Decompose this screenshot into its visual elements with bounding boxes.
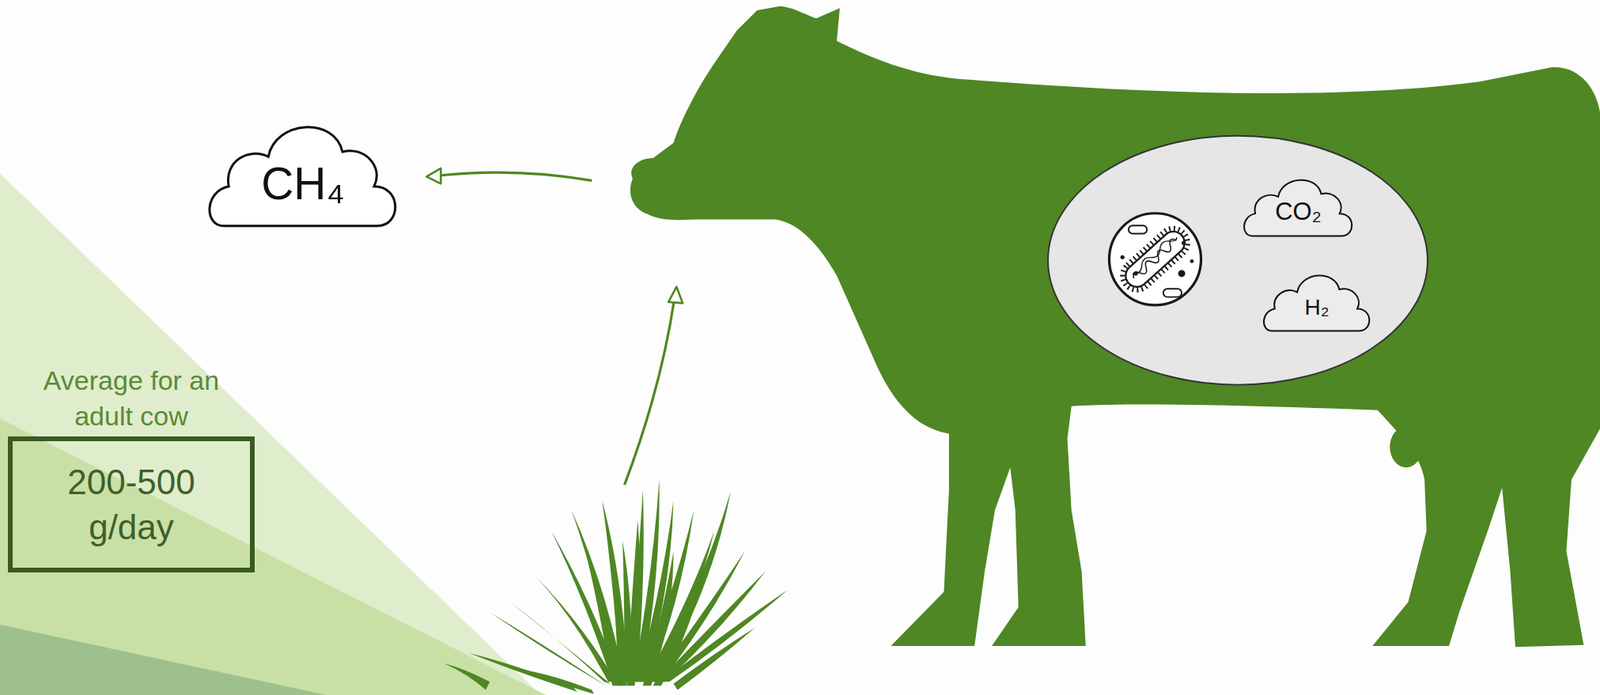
gas-formula: CO₂ [1240, 171, 1356, 239]
cow-udder [1389, 427, 1423, 469]
gas-formula: H₂ [1260, 267, 1374, 334]
box-heading: Average for an adult cow [7, 359, 255, 437]
grass-blade [626, 520, 640, 686]
microbe-icon [1108, 213, 1201, 306]
grass-blade [515, 668, 594, 694]
co2-cloud: CO₂ [1240, 171, 1356, 239]
arrow-head [426, 168, 441, 184]
background-band [0, 624, 327, 695]
microbe-granule [1178, 269, 1186, 277]
rumen-ellipse [1047, 136, 1428, 386]
microbe-granule [1120, 255, 1125, 260]
microbe-granule [1133, 271, 1138, 276]
h2-cloud: H₂ [1260, 267, 1374, 334]
arrow-head [668, 287, 683, 304]
microbe-capsule [1128, 225, 1147, 234]
grass-blade [489, 612, 606, 686]
microbe-granule [1190, 259, 1195, 264]
grass-tuft [443, 480, 788, 695]
microbe-cell [1108, 213, 1201, 306]
microbe-granule [1181, 241, 1186, 246]
grass-blade [443, 663, 490, 691]
feed-arrow [624, 298, 675, 485]
microbe-capsule [1163, 288, 1182, 297]
cow-silhouette [630, 6, 1600, 648]
methane-cloud: CH₄ [204, 112, 402, 231]
average-emission-box: Average for an adult cow200-500 g/day [7, 359, 255, 573]
microbe-pili [1116, 223, 1194, 296]
microbe-rod [1120, 226, 1189, 292]
grass-blade [673, 627, 756, 691]
emission-arrow [438, 172, 593, 181]
background-band [0, 418, 546, 695]
microbe-dna [1130, 237, 1180, 282]
microbe-dna [1130, 233, 1178, 277]
gas-formula: CH₄ [204, 112, 402, 231]
emission-value: 200-500 g/day [7, 436, 255, 573]
cow-udder [1419, 432, 1445, 466]
grass-blade [657, 571, 766, 682]
grass-blade [586, 556, 621, 686]
